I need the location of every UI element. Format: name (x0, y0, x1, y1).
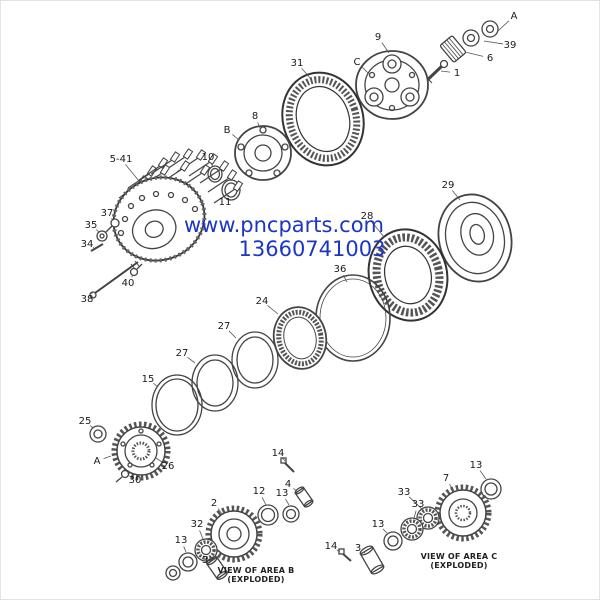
part-27-ring-2 (191, 354, 239, 412)
part-label-25: 25 (79, 416, 92, 427)
part-label-35: 35 (85, 220, 98, 231)
part-label-24: 24 (256, 296, 269, 307)
part-33-bearing-c2 (400, 517, 424, 541)
part-2-gear (205, 505, 263, 563)
part-10-ring (207, 165, 223, 183)
part-label-12: 12 (253, 486, 266, 497)
part-label-A: A (94, 456, 101, 467)
part-label-7: 7 (443, 473, 449, 484)
part-label-A: A (511, 11, 518, 22)
part-8-flange (234, 125, 292, 181)
part-26-gear (111, 421, 171, 481)
part-label-39: 39 (504, 40, 517, 51)
part-33-bearing-c1 (416, 506, 440, 530)
part-32-bearing-b (194, 538, 218, 562)
part-30-bolt (115, 469, 130, 483)
part-label-13: 13 (175, 535, 188, 546)
part-7-gear (434, 484, 492, 542)
part-35-washer (96, 230, 108, 242)
part-label-8: 8 (252, 111, 258, 122)
part-24-ring (272, 306, 328, 370)
part-label-31: 31 (291, 58, 304, 69)
part-label-10: 10 (202, 152, 215, 163)
part-40-fitting (129, 263, 143, 277)
part-13-washer-b3 (165, 565, 181, 581)
part-label-40: 40 (122, 278, 135, 289)
part-labels: A39619C318B10115-41373534384029283624272… (79, 11, 518, 566)
part-37-bolt (105, 218, 120, 233)
part-13-washer-c2 (383, 531, 403, 551)
part-label-9: 9 (375, 32, 381, 43)
part-14-pin-c (338, 548, 352, 562)
part-9-planet-carrier (355, 50, 429, 120)
part-label-14: 14 (325, 541, 338, 552)
part-5-41-hub (111, 148, 244, 263)
part-28-bearing (367, 228, 449, 322)
part-29-cover (437, 193, 513, 283)
part-3-shaft-c (359, 545, 385, 575)
view-area-c-caption-line1: VIEW OF AREA C (421, 552, 498, 561)
part-27-ring-1 (231, 331, 279, 389)
part-label-14: 14 (272, 448, 285, 459)
part-label-32: 32 (191, 519, 204, 530)
part-label-33: 33 (412, 499, 425, 510)
watermark: www.pncparts.com 13660741003 (184, 213, 385, 261)
part-label-38: 38 (81, 294, 94, 305)
part-label-3: 3 (202, 555, 208, 566)
part-label-C: C (354, 57, 361, 68)
part-3-shaft-b (206, 555, 228, 581)
part-4-roller-b (294, 486, 314, 508)
part-label-11: 11 (219, 197, 232, 208)
part-label-26: 26 (162, 461, 175, 472)
watermark-line2: 13660741003 (239, 237, 386, 261)
part-12-ring-b (257, 504, 279, 526)
part-label-27: 27 (218, 321, 231, 332)
part-label-29: 29 (442, 180, 455, 191)
part-label-15: 15 (142, 374, 155, 385)
part-15-ring (151, 374, 203, 436)
part-label-4: 4 (285, 479, 291, 490)
part-25-washer (89, 425, 107, 443)
part-13-washer-b2 (178, 552, 198, 572)
view-area-b-caption-line2: (EXPLODED) (227, 575, 284, 584)
part-label-30: 30 (129, 475, 142, 486)
part-6-coupling (439, 35, 467, 63)
part-label-3: 3 (355, 543, 361, 554)
part-label-13: 13 (276, 488, 289, 499)
part-label-36: 36 (334, 264, 347, 275)
view-captions: VIEW OF AREA B(EXPLODED)VIEW OF AREA C(E… (218, 552, 498, 584)
leader-lines (90, 20, 510, 565)
part-label-27: 27 (176, 348, 189, 359)
part-label-37: 37 (101, 208, 114, 219)
part-label-1: 1 (454, 68, 460, 79)
part-13-washer-c1 (480, 478, 502, 500)
part-label-13: 13 (372, 519, 385, 530)
part-14-pin-b (280, 457, 295, 473)
watermark-line1: www.pncparts.com (184, 213, 384, 237)
part-13-washer-b1 (282, 505, 300, 523)
part-34-pin (90, 243, 104, 252)
part-label-5-41: 5-41 (110, 154, 133, 165)
part-31-ring-gear (281, 71, 365, 167)
part-38-rod (89, 260, 140, 299)
part-39-washer-set (462, 20, 499, 47)
part-label-13: 13 (470, 460, 483, 471)
part-label-28: 28 (361, 211, 374, 222)
view-area-b-caption-line1: VIEW OF AREA B (218, 566, 295, 575)
part-label-33: 33 (398, 487, 411, 498)
part-36-oring (315, 274, 391, 362)
view-area-c-caption-line2: (EXPLODED) (430, 561, 487, 570)
part-label-6: 6 (487, 53, 493, 64)
part-label-34: 34 (81, 239, 94, 250)
part-label-B: B (224, 125, 231, 136)
part-label-2: 2 (211, 498, 217, 509)
